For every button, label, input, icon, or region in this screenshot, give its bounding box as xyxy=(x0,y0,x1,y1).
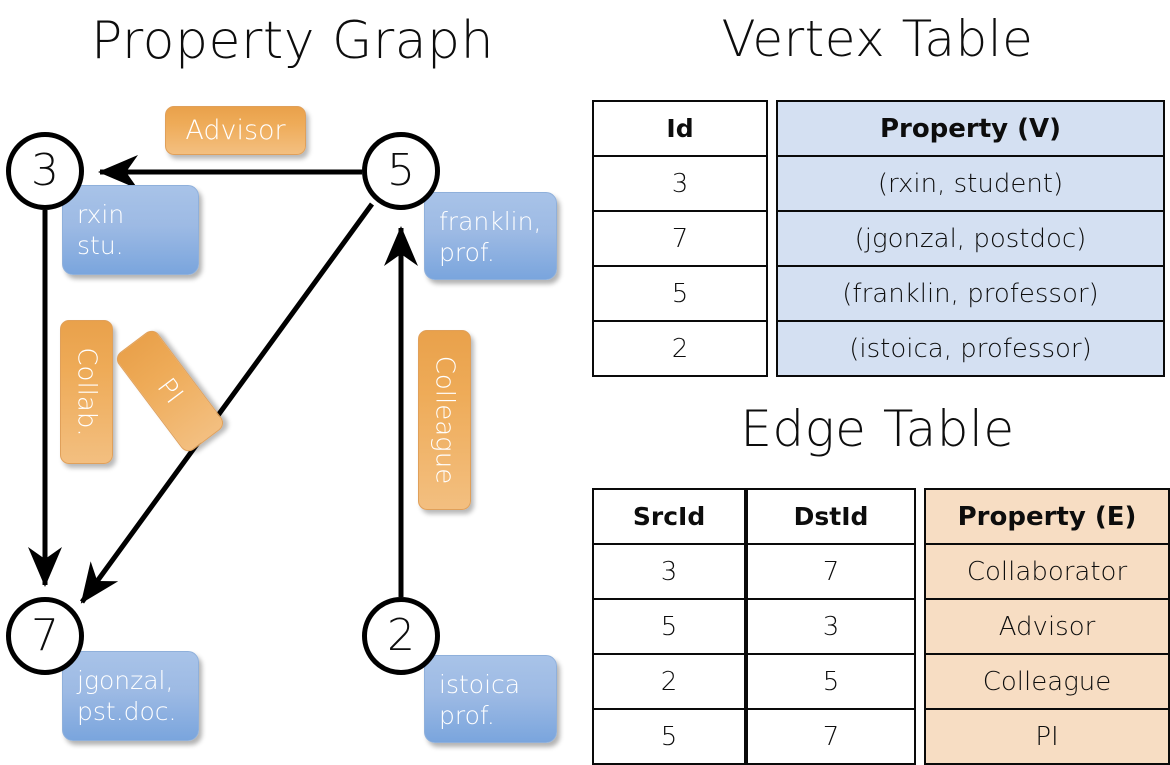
edge-cell-property: PI xyxy=(924,708,1170,765)
table-row: 7 xyxy=(746,543,917,600)
edge-label-advisor: Advisor xyxy=(165,106,306,155)
table-row: Colleague xyxy=(924,653,1170,710)
edge-label-colleague-text: Colleague xyxy=(429,355,460,485)
table-row: (jgonzal, postdoc) xyxy=(776,210,1165,267)
page-title-vertex-table: Vertex Table xyxy=(721,10,1034,68)
vertex-cell-property: (jgonzal, postdoc) xyxy=(776,210,1165,267)
edge-cell-dstid: 7 xyxy=(746,708,917,765)
edge-cell-property: Collaborator xyxy=(924,543,1170,600)
table-row: Collaborator xyxy=(924,543,1170,600)
edge-header-property: Property (E) xyxy=(924,488,1170,545)
vertex-callout-5: franklin, prof. xyxy=(424,192,557,280)
edge-label-advisor-text: Advisor xyxy=(185,115,286,146)
table-header-row: Property (V) xyxy=(776,100,1165,157)
table-row: 5 xyxy=(746,653,917,710)
edge-dstid-column: DstId 7 3 5 7 xyxy=(746,488,917,765)
table-row: 2 xyxy=(591,653,747,710)
table-row: 5 xyxy=(591,708,747,765)
table-column-gap xyxy=(768,100,776,377)
edge-cell-srcid: 2 xyxy=(591,653,747,710)
vertex-cell-id: 3 xyxy=(592,155,768,212)
vertex-node-7: 7 xyxy=(6,597,84,675)
table-row: (franklin, professor) xyxy=(776,265,1165,322)
vertex-cell-id: 5 xyxy=(592,265,768,322)
edge-label-colleague: Colleague xyxy=(418,330,471,510)
vertex-cell-property: (franklin, professor) xyxy=(776,265,1165,322)
vertex-node-3: 3 xyxy=(6,132,84,210)
property-graph-panel: Property Graph Advisor Collab. PI xyxy=(0,0,585,760)
page-title-edge-table: Edge Table xyxy=(740,400,1015,458)
edge-cell-srcid: 5 xyxy=(591,598,747,655)
table-header-row: Id xyxy=(592,100,768,157)
graph-edge-pi xyxy=(79,202,375,604)
table-row: 3 xyxy=(592,155,768,212)
edge-cell-property: Advisor xyxy=(924,598,1170,655)
page-title-property-graph: Property Graph xyxy=(90,11,495,71)
vertex-header-id: Id xyxy=(592,100,768,157)
table-row: 7 xyxy=(592,210,768,267)
table-row: PI xyxy=(924,708,1170,765)
edge-label-collab-text: Collab. xyxy=(71,347,102,437)
vertex-callout-3: rxin stu. xyxy=(62,185,199,275)
vertex-callout-7: jgonzal, pst.doc. xyxy=(62,651,199,741)
vertex-cell-property: (rxin, student) xyxy=(776,155,1165,212)
vertex-node-5: 5 xyxy=(362,132,440,210)
edge-cell-property: Colleague xyxy=(924,653,1170,710)
vertex-table: Id 3 7 5 2 Property (V) (rxin, student) … xyxy=(592,100,1165,377)
vertex-property-column: Property (V) (rxin, student) (jgonzal, p… xyxy=(776,100,1165,377)
graph-edges-layer xyxy=(28,155,418,604)
edge-table: SrcId 3 5 2 5 DstId 7 3 5 7 Property (E) xyxy=(591,488,1170,765)
vertex-node-2: 2 xyxy=(362,597,440,675)
table-row: Advisor xyxy=(924,598,1170,655)
edge-srcid-column: SrcId 3 5 2 5 xyxy=(591,488,747,765)
edge-property-column: Property (E) Collaborator Advisor Collea… xyxy=(924,488,1170,765)
table-row: 2 xyxy=(592,320,768,377)
table-row: 7 xyxy=(746,708,917,765)
edge-label-pi-text: PI xyxy=(150,372,190,410)
vertex-cell-id: 7 xyxy=(592,210,768,267)
edge-cell-dstid: 3 xyxy=(746,598,917,655)
edge-label-collab: Collab. xyxy=(60,320,113,464)
table-row: 3 xyxy=(591,543,747,600)
edge-cell-srcid: 5 xyxy=(591,708,747,765)
vertex-header-property: Property (V) xyxy=(776,100,1165,157)
table-header-row: Property (E) xyxy=(924,488,1170,545)
table-row: 5 xyxy=(591,598,747,655)
table-row: 3 xyxy=(746,598,917,655)
vertex-callout-2: istoica prof. xyxy=(424,655,557,743)
edge-cell-srcid: 3 xyxy=(591,543,747,600)
table-header-row: DstId xyxy=(746,488,917,545)
table-row: 5 xyxy=(592,265,768,322)
edge-cell-dstid: 7 xyxy=(746,543,917,600)
vertex-id-column: Id 3 7 5 2 xyxy=(592,100,768,377)
table-row: (rxin, student) xyxy=(776,155,1165,212)
table-header-row: SrcId xyxy=(591,488,747,545)
edge-header-srcid: SrcId xyxy=(591,488,747,545)
table-row: (istoica, professor) xyxy=(776,320,1165,377)
table-column-gap xyxy=(916,488,924,765)
vertex-cell-property: (istoica, professor) xyxy=(776,320,1165,377)
vertex-cell-id: 2 xyxy=(592,320,768,377)
edge-cell-dstid: 5 xyxy=(746,653,917,710)
edge-header-dstid: DstId xyxy=(746,488,917,545)
